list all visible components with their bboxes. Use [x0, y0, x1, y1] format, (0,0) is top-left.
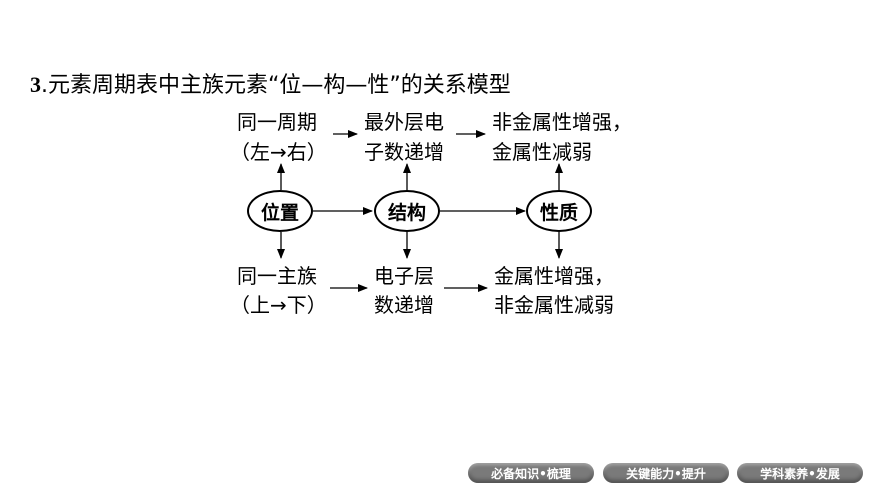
nav-button-literacy[interactable]: 学科素养•发展 — [737, 463, 863, 483]
bottom-structure-line1: 电子层 — [374, 264, 434, 288]
top-property-line2: 金属性减弱 — [492, 140, 592, 164]
node-property-label: 性质 — [539, 201, 578, 224]
bottom-position-line1: 同一主族 — [237, 264, 317, 288]
node-position-label: 位置 — [260, 201, 299, 224]
bottom-structure-line2: 数递增 — [374, 293, 434, 317]
nav-button-literacy-label: 学科素养•发展 — [760, 466, 840, 481]
top-position-line2: （左→右） — [230, 140, 327, 164]
bottom-position-line2: （上→下） — [230, 293, 327, 317]
heading: 3.元素周期表中主族元素“位—构—性”的关系模型 — [30, 70, 511, 101]
node-structure-label: 结构 — [387, 201, 426, 224]
nav-button-knowledge-label: 必备知识•梳理 — [491, 466, 571, 481]
node-structure: 结构 — [374, 190, 440, 232]
node-position: 位置 — [247, 190, 313, 232]
bottom-property-line2: 非金属性减弱 — [494, 293, 614, 317]
nav-button-ability[interactable]: 关键能力•提升 — [603, 463, 729, 483]
top-structure-line2: 子数递增 — [364, 140, 444, 164]
top-position-line1: 同一周期 — [237, 110, 317, 134]
node-property: 性质 — [526, 190, 592, 232]
nav-button-knowledge[interactable]: 必备知识•梳理 — [468, 463, 594, 483]
top-property-line1: 非金属性增强， — [492, 110, 632, 134]
heading-number: 3 — [30, 72, 41, 97]
bottom-property-line1: 金属性增强， — [494, 264, 614, 288]
nav-button-ability-label: 关键能力•提升 — [626, 466, 706, 481]
top-structure-line1: 最外层电 — [364, 110, 444, 134]
heading-text: .元素周期表中主族元素“位—构—性”的关系模型 — [41, 73, 511, 98]
